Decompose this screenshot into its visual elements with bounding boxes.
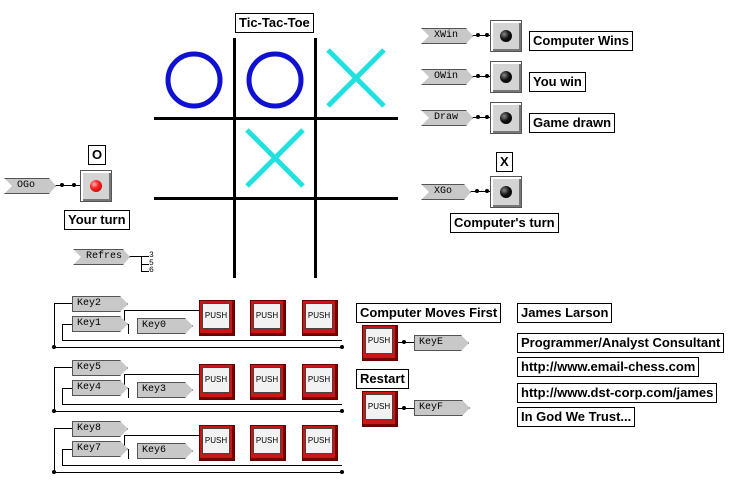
motto: In God We Trust... — [517, 407, 636, 427]
key-tag: Key4 — [72, 380, 128, 396]
board-cell[interactable] — [235, 198, 315, 278]
your-turn-led — [80, 170, 112, 202]
author-name: James Larson — [517, 303, 613, 323]
board-cell[interactable] — [154, 118, 234, 198]
x-mark — [245, 128, 305, 188]
refresh-output: 6 — [149, 266, 154, 275]
dst-corp-link[interactable]: http://www.dst-corp.com/james — [517, 383, 718, 403]
author-title: Programmer/Analyst Consultant — [517, 333, 725, 353]
o-mark — [165, 51, 223, 109]
key-tag: Key6 — [137, 443, 193, 459]
board-line — [314, 38, 317, 278]
board-line — [233, 38, 236, 278]
board-cell[interactable] — [154, 198, 234, 278]
key-tag: Key5 — [72, 360, 128, 376]
result-led — [490, 102, 522, 134]
board-line — [154, 197, 398, 200]
computer-moves-first-button[interactable]: PUSH — [362, 325, 398, 361]
key-tag: Key2 — [72, 296, 128, 312]
result-led — [490, 20, 522, 52]
keypad-push-button[interactable]: PUSH — [250, 300, 286, 336]
key-tag: Key8 — [72, 421, 128, 437]
computer-turn-led — [490, 176, 522, 208]
xgo-tag: XGo — [421, 184, 471, 200]
result-label: Computer Wins — [529, 31, 633, 51]
email-chess-link[interactable]: http://www.email-chess.com — [517, 357, 700, 377]
keypad-push-button[interactable]: PUSH — [302, 364, 338, 400]
keypad-push-button[interactable]: PUSH — [250, 364, 286, 400]
player-symbol: O — [88, 145, 107, 165]
keypad-push-button[interactable]: PUSH — [250, 425, 286, 461]
computer-turn-label: Computer's turn — [450, 213, 559, 233]
restart-button[interactable]: PUSH — [362, 391, 398, 427]
result-led — [490, 61, 522, 93]
keypad-push-button[interactable]: PUSH — [199, 300, 235, 336]
keypad-push-button[interactable]: PUSH — [302, 300, 338, 336]
game-title: Tic-Tac-Toe — [235, 13, 314, 33]
x-mark — [326, 48, 386, 108]
board-cell[interactable] — [316, 38, 396, 118]
board-cell[interactable] — [154, 38, 234, 118]
refresh-tag: Refres — [73, 249, 130, 265]
board-cell[interactable] — [316, 118, 396, 198]
refresh-output: 5 — [149, 259, 154, 268]
result-label: You win — [529, 72, 586, 92]
keypad-push-button[interactable]: PUSH — [302, 425, 338, 461]
refresh-output: 3 — [149, 251, 154, 260]
board-cell[interactable] — [235, 118, 315, 198]
o-mark — [246, 51, 304, 109]
board-cell[interactable] — [235, 38, 315, 118]
your-turn-label: Your turn — [64, 210, 130, 230]
result-label: Game drawn — [529, 113, 616, 133]
ogo-tag: OGo — [4, 178, 56, 194]
keyf-tag: KeyF — [414, 400, 470, 416]
key-tag: Key3 — [137, 382, 193, 398]
key-tag: Key7 — [72, 441, 128, 457]
board-cell[interactable] — [316, 198, 396, 278]
computer-moves-first-label: Computer Moves First — [356, 303, 502, 323]
key-tag: Key1 — [72, 316, 128, 332]
key-tag: Key0 — [137, 318, 193, 334]
keye-tag: KeyE — [414, 335, 469, 351]
keypad-push-button[interactable]: PUSH — [199, 364, 235, 400]
result-tag: XWin — [421, 28, 473, 44]
keypad-push-button[interactable]: PUSH — [199, 425, 235, 461]
game-board — [154, 38, 398, 278]
result-tag: OWin — [421, 69, 473, 85]
result-tag: Draw — [421, 110, 473, 126]
board-line — [154, 117, 398, 120]
restart-label: Restart — [356, 369, 409, 389]
computer-symbol: X — [496, 152, 513, 172]
